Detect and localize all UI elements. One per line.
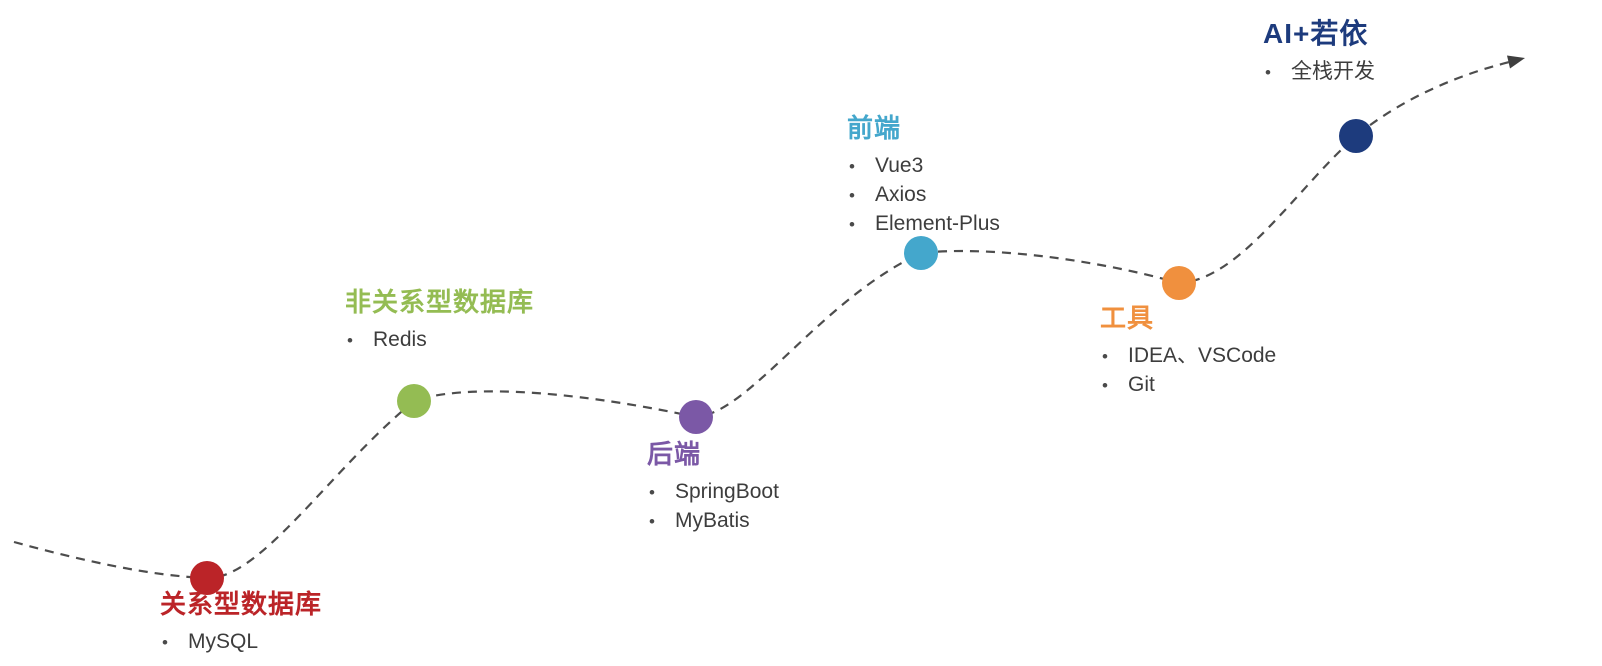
milestone-dot-frontend bbox=[904, 236, 938, 270]
milestone-item-label: 全栈开发 bbox=[1291, 60, 1375, 83]
milestone-items-backend: • SpringBoot • MyBatis bbox=[649, 478, 779, 536]
milestone-dot-backend bbox=[679, 400, 713, 434]
bullet-icon: • bbox=[849, 186, 855, 205]
milestone-item: • Axios bbox=[849, 181, 1000, 210]
milestone-item: • IDEA、VSCode bbox=[1102, 342, 1276, 371]
milestone-backend: 后端 • SpringBoot • MyBatis bbox=[647, 438, 779, 536]
milestone-item-label: MySQL bbox=[188, 630, 259, 653]
milestone-title-tools: 工具 bbox=[1100, 303, 1155, 333]
milestone-item: • MySQL bbox=[162, 628, 322, 657]
roadmap-dashed-path bbox=[13, 58, 1519, 580]
milestone-items-frontend: • Vue3 • Axios • Element-Plus bbox=[849, 152, 1000, 239]
milestone-item: • Vue3 bbox=[849, 152, 1000, 181]
milestone-frontend: 前端 • Vue3 • Axios • Element-Plus bbox=[847, 112, 1000, 239]
milestone-item: • 全栈开发 bbox=[1265, 58, 1375, 87]
milestone-items-ai-ruoyi: • 全栈开发 bbox=[1265, 58, 1375, 87]
milestone-item-label: Element-Plus bbox=[875, 212, 1000, 235]
arrow-head-icon bbox=[1507, 55, 1525, 69]
milestone-item-label: Git bbox=[1128, 373, 1155, 396]
bullet-icon: • bbox=[649, 483, 655, 502]
milestone-nosql-db: 非关系型数据库 • Redis bbox=[345, 286, 534, 355]
milestone-title-backend: 后端 bbox=[647, 439, 702, 469]
bullet-icon: • bbox=[649, 512, 655, 531]
milestone-dot-ai-ruoyi bbox=[1339, 119, 1373, 153]
milestone-title-nosql-db: 非关系型数据库 bbox=[345, 287, 535, 317]
milestone-item: • SpringBoot bbox=[649, 478, 779, 507]
bullet-icon: • bbox=[849, 157, 855, 176]
milestone-item-label: Redis bbox=[373, 328, 427, 351]
milestone-item-label: Vue3 bbox=[875, 154, 924, 177]
milestone-dot-tools bbox=[1162, 266, 1196, 300]
milestone-item-label: MyBatis bbox=[675, 509, 750, 532]
milestone-ai-ruoyi: AI+若依 • 全栈开发 bbox=[1263, 18, 1375, 87]
bullet-icon: • bbox=[347, 331, 353, 350]
milestone-item: • Redis bbox=[347, 326, 534, 355]
bullet-icon: • bbox=[1265, 63, 1271, 82]
milestone-item-label: IDEA、VSCode bbox=[1128, 344, 1277, 367]
milestone-title-ai-ruoyi: AI+若依 bbox=[1263, 18, 1369, 49]
milestone-title-frontend: 前端 bbox=[847, 113, 902, 143]
milestone-item-label: SpringBoot bbox=[675, 480, 779, 503]
bullet-icon: • bbox=[1102, 376, 1108, 395]
bullet-icon: • bbox=[849, 215, 855, 234]
milestone-item-label: Axios bbox=[875, 183, 927, 206]
milestone-title-relational-db: 关系型数据库 bbox=[160, 589, 323, 619]
milestone-dot-nosql-db bbox=[397, 384, 431, 418]
milestone-items-nosql-db: • Redis bbox=[347, 326, 534, 355]
milestone-tools: 工具 • IDEA、VSCode • Git bbox=[1100, 302, 1276, 400]
bullet-icon: • bbox=[1102, 347, 1108, 366]
milestone-item: • Element-Plus bbox=[849, 210, 1000, 239]
bullet-icon: • bbox=[162, 633, 168, 652]
milestone-dot-relational-db bbox=[190, 561, 224, 595]
milestone-items-tools: • IDEA、VSCode • Git bbox=[1102, 342, 1276, 400]
milestone-item: • Git bbox=[1102, 371, 1276, 400]
milestone-item: • MyBatis bbox=[649, 507, 779, 536]
milestone-relational-db: 关系型数据库 • MySQL bbox=[160, 588, 322, 657]
milestone-items-relational-db: • MySQL bbox=[162, 628, 322, 657]
